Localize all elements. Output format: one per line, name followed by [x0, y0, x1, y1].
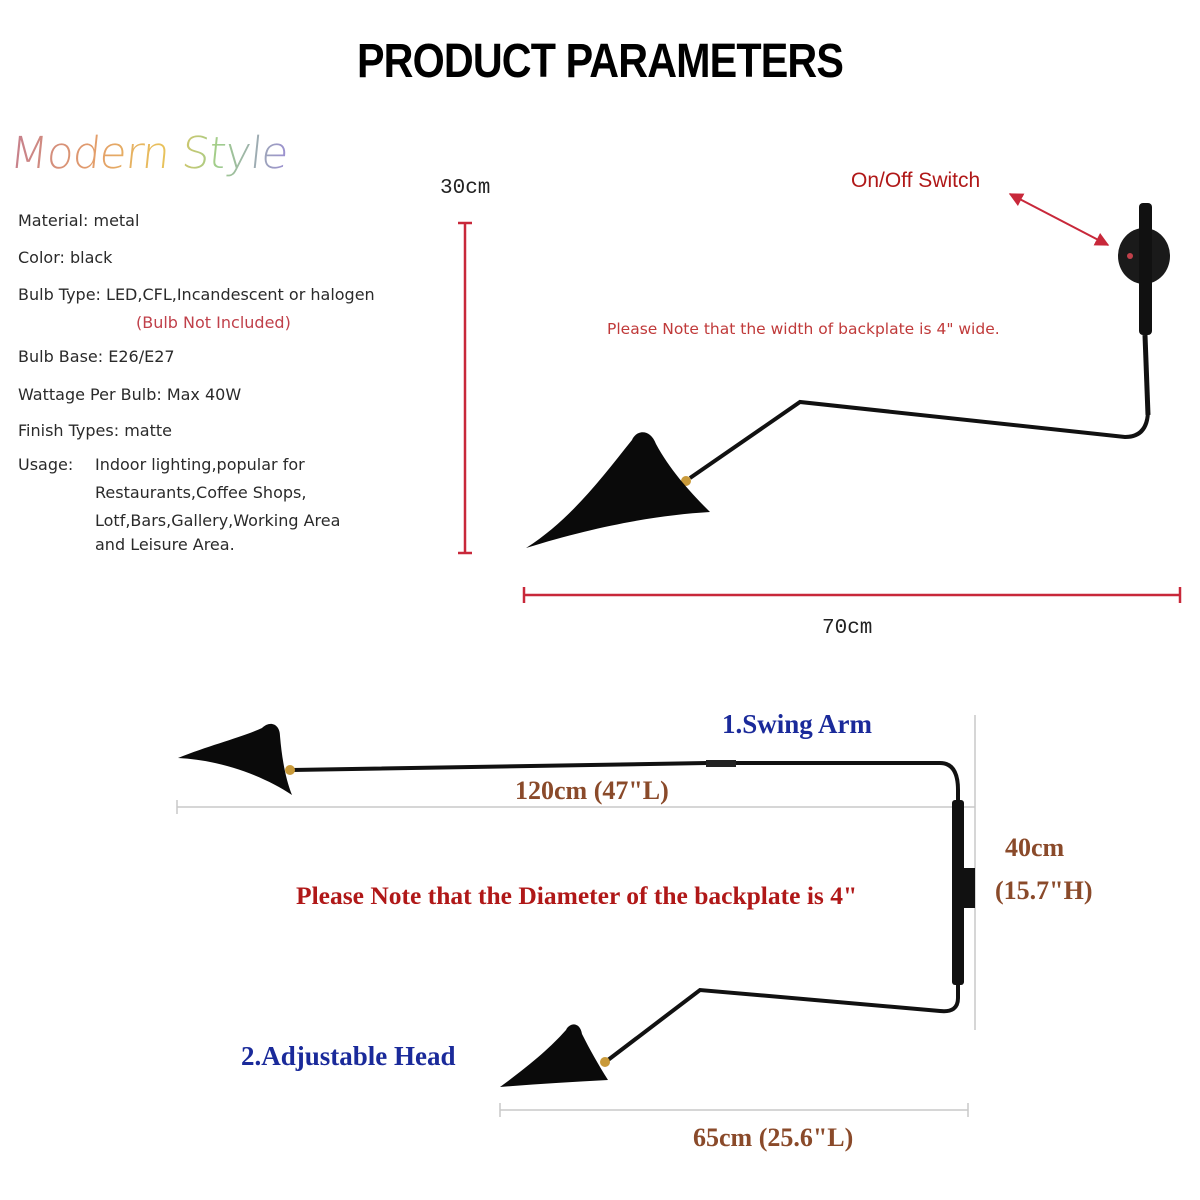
spec-usage-line: Indoor lighting,popular for: [95, 455, 305, 474]
spec-bulb-base: Bulb Base: E26/E27: [18, 347, 175, 366]
on-off-switch-icon: [1127, 253, 1133, 259]
spec-color: Color: black: [18, 248, 113, 267]
height-cm-label: 40cm: [1005, 833, 1065, 862]
spec-bulb-type: Bulb Type: LED,CFL,Incandescent or halog…: [18, 285, 375, 304]
backplate-bottom: [962, 868, 975, 908]
spec-wattage: Wattage Per Bulb: Max 40W: [18, 385, 242, 404]
spec-usage-line: Restaurants,Coffee Shops,: [95, 483, 307, 502]
lamp-shade: [526, 432, 710, 548]
height-dimension-line: [458, 221, 472, 555]
adjustable-head-label: 2.Adjustable Head: [241, 1041, 456, 1071]
swing-arm-label: 1.Swing Arm: [722, 709, 873, 739]
spec-finish: Finish Types: matte: [18, 421, 172, 440]
arm-length-label: 120cm (47"L): [515, 776, 669, 805]
spec-bulb-note: (Bulb Not Included): [136, 313, 291, 332]
backplate-width-note: Please Note that the width of backplate …: [607, 320, 1000, 338]
switch-label: On/Off Switch: [851, 169, 981, 192]
height-in-label: (15.7"H): [995, 876, 1093, 905]
switch-arrow: [1008, 193, 1110, 246]
spec-usage-label: Usage:: [18, 455, 74, 474]
height-dimension-label: 30cm: [440, 177, 491, 200]
bottom-lamp: [178, 723, 975, 1087]
head-length-label: 65cm (25.6"L): [693, 1123, 854, 1152]
width-dimension-line: [522, 587, 1182, 603]
spec-usage-line: and Leisure Area.: [95, 535, 235, 554]
adjustable-head-shade: [500, 1024, 608, 1087]
page-title: PRODUCT PARAMETERS: [356, 35, 844, 88]
spec-material: Material: metal: [18, 211, 140, 230]
swing-arm-shade: [178, 723, 292, 795]
top-lamp: [526, 203, 1170, 548]
backplate-diameter-note: Please Note that the Diameter of the bac…: [296, 881, 858, 910]
width-dimension-label: 70cm: [822, 617, 873, 640]
spec-usage-line: Lotf,Bars,Gallery,Working Area: [95, 511, 341, 530]
